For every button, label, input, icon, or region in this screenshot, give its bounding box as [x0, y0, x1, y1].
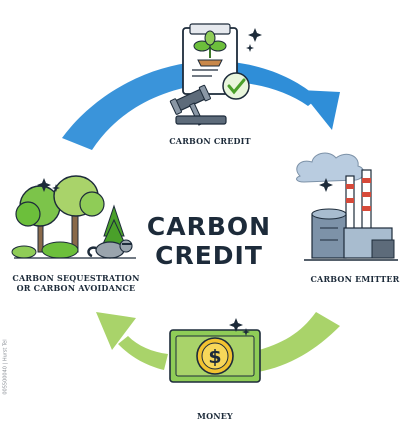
- blue-arrowhead: [300, 90, 340, 130]
- green-cycle-arrow: [96, 312, 340, 372]
- center-title-line1: CARBON: [146, 212, 272, 241]
- label-carbon-sequestration: CARBON SEQUESTRATION OR CARBON AVOIDANCE: [6, 273, 146, 293]
- document-with-plant-and-gavel-icon: [169, 23, 262, 126]
- center-title: CARBON CREDIT: [145, 212, 273, 270]
- label-carbon-sequestration-line2: OR CARBON AVOIDANCE: [16, 283, 136, 293]
- side-credit-note: 005500040 | Hurst Tel: [2, 339, 9, 395]
- label-carbon-credit: CARBON CREDIT: [169, 136, 251, 146]
- svg-text:$: $: [208, 346, 221, 368]
- label-carbon-sequestration-line1: CARBON SEQUESTRATION: [12, 273, 140, 283]
- trees-and-raccoon-icon: [11, 175, 136, 259]
- center-title-line2: CREDIT: [155, 241, 263, 270]
- label-money: MONEY: [197, 411, 233, 421]
- blue-cycle-arrow: [62, 62, 340, 150]
- label-carbon-emitter: CARBON EMITTER: [310, 274, 400, 284]
- factory-with-smokestacks-icon: [296, 152, 398, 261]
- green-arrowhead: [96, 312, 136, 350]
- dollar-banknote-icon: $: [169, 318, 261, 383]
